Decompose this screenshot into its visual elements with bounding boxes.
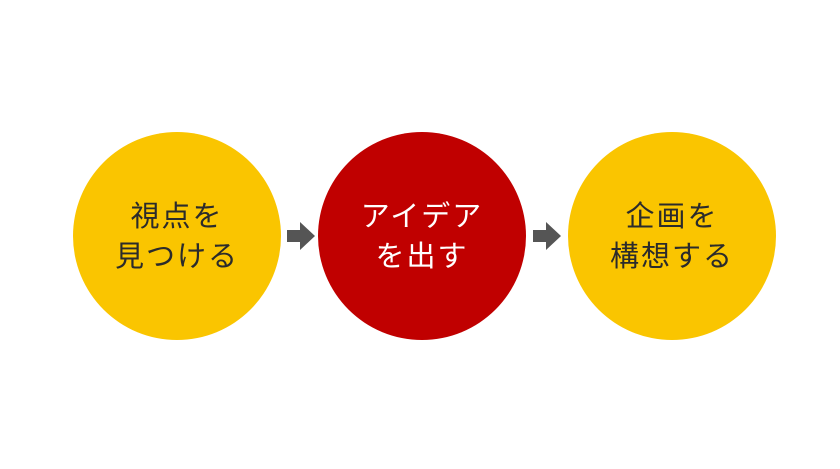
arrow-right-icon — [287, 222, 315, 250]
step-2-circle: アイデア を出す — [318, 132, 526, 340]
step-3-line-2: 構想する — [609, 239, 734, 273]
step-3-line-1: 企画を — [625, 199, 719, 233]
step-3-circle: 企画を 構想する — [568, 132, 776, 340]
step-1-line-1: 視点を — [130, 199, 224, 233]
step-2-line-1: アイデア — [360, 199, 484, 233]
step-2-line-2: を出す — [375, 239, 469, 273]
step-1-circle: 視点を 見つける — [73, 132, 281, 340]
arrow-right-icon — [533, 222, 561, 250]
step-1-line-2: 見つける — [114, 239, 239, 273]
